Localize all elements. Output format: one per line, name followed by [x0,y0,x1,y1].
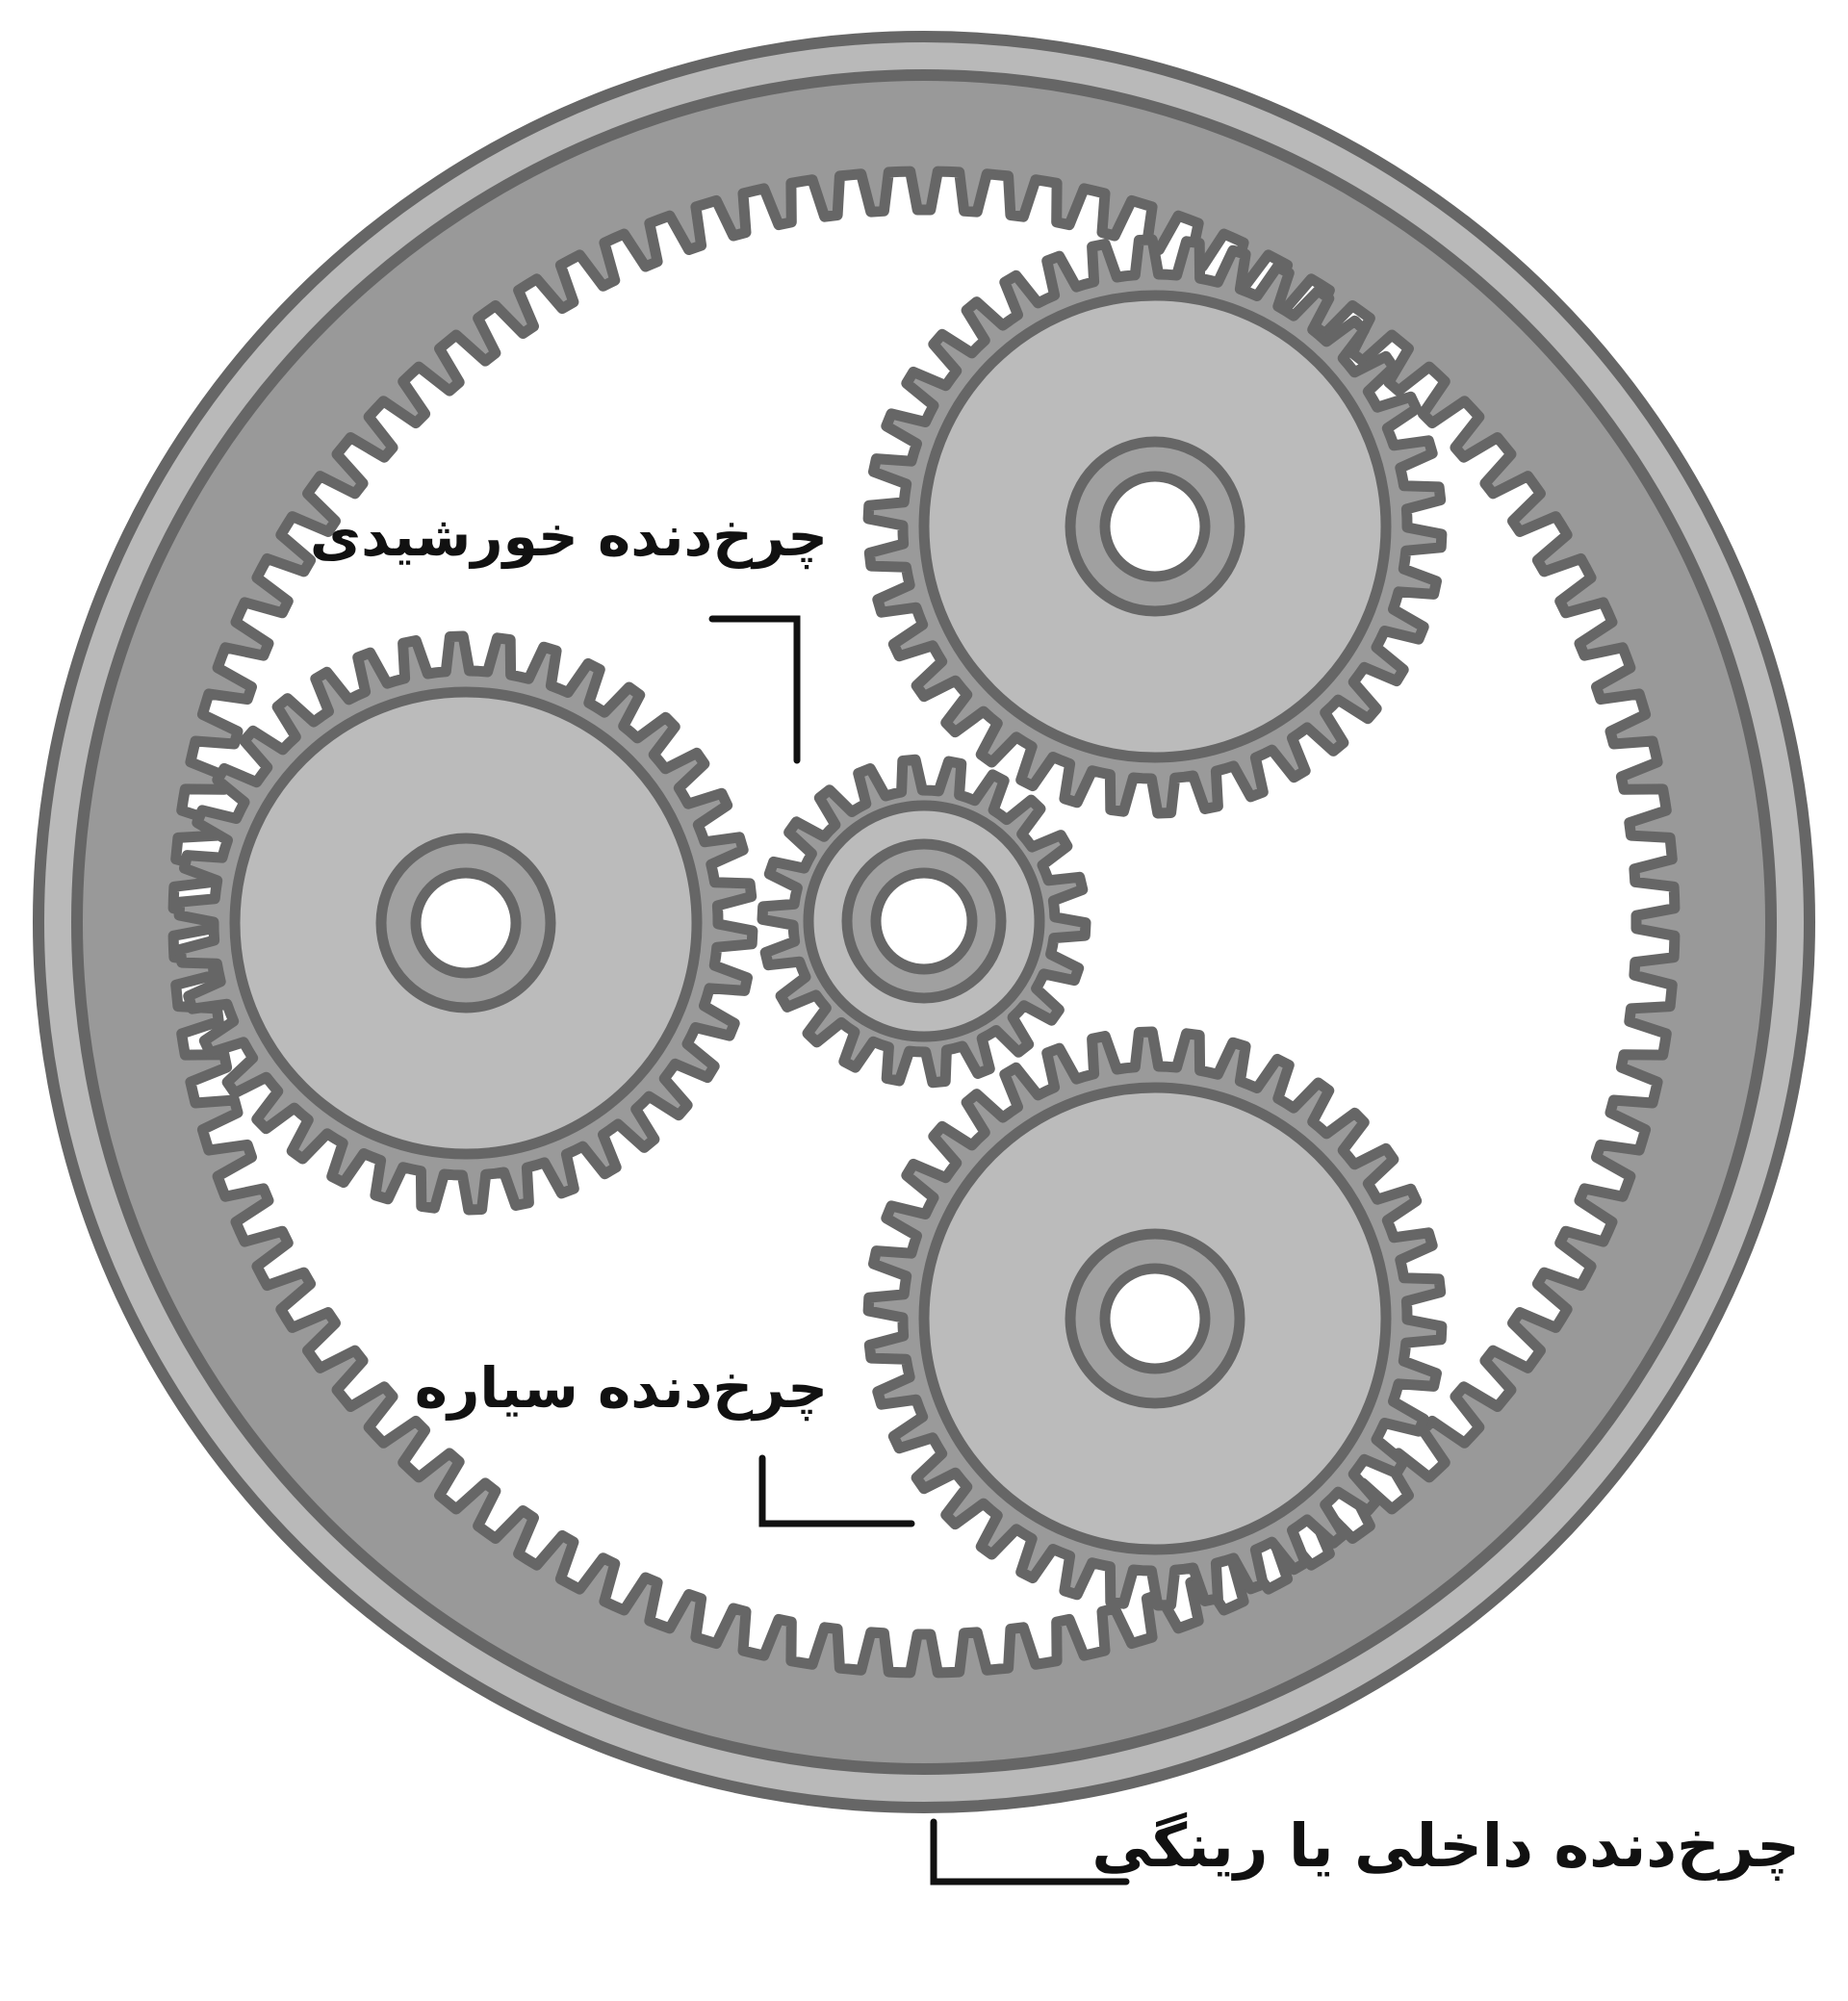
sun-gear-body [757,754,1091,1089]
ring-leader-line [930,1818,1130,1886]
planet-gear-upper [862,234,1448,819]
sun-gear-label: چرخ‌دنده خورشیدی [309,503,828,569]
sun-leader-line [708,615,801,764]
planet-gear-label: چرخ‌دنده سیاره [414,1355,828,1421]
sun-gear [757,754,1091,1089]
leader-lines [708,615,1130,1886]
planet-gear-lower [862,1026,1448,1611]
ring-gear-label: چرخ‌دنده داخلی یا رینگی [1091,1810,1800,1881]
planet-gears [173,234,1448,1611]
planet-leader-line [758,1454,915,1527]
planet-gear-left [173,630,758,1216]
